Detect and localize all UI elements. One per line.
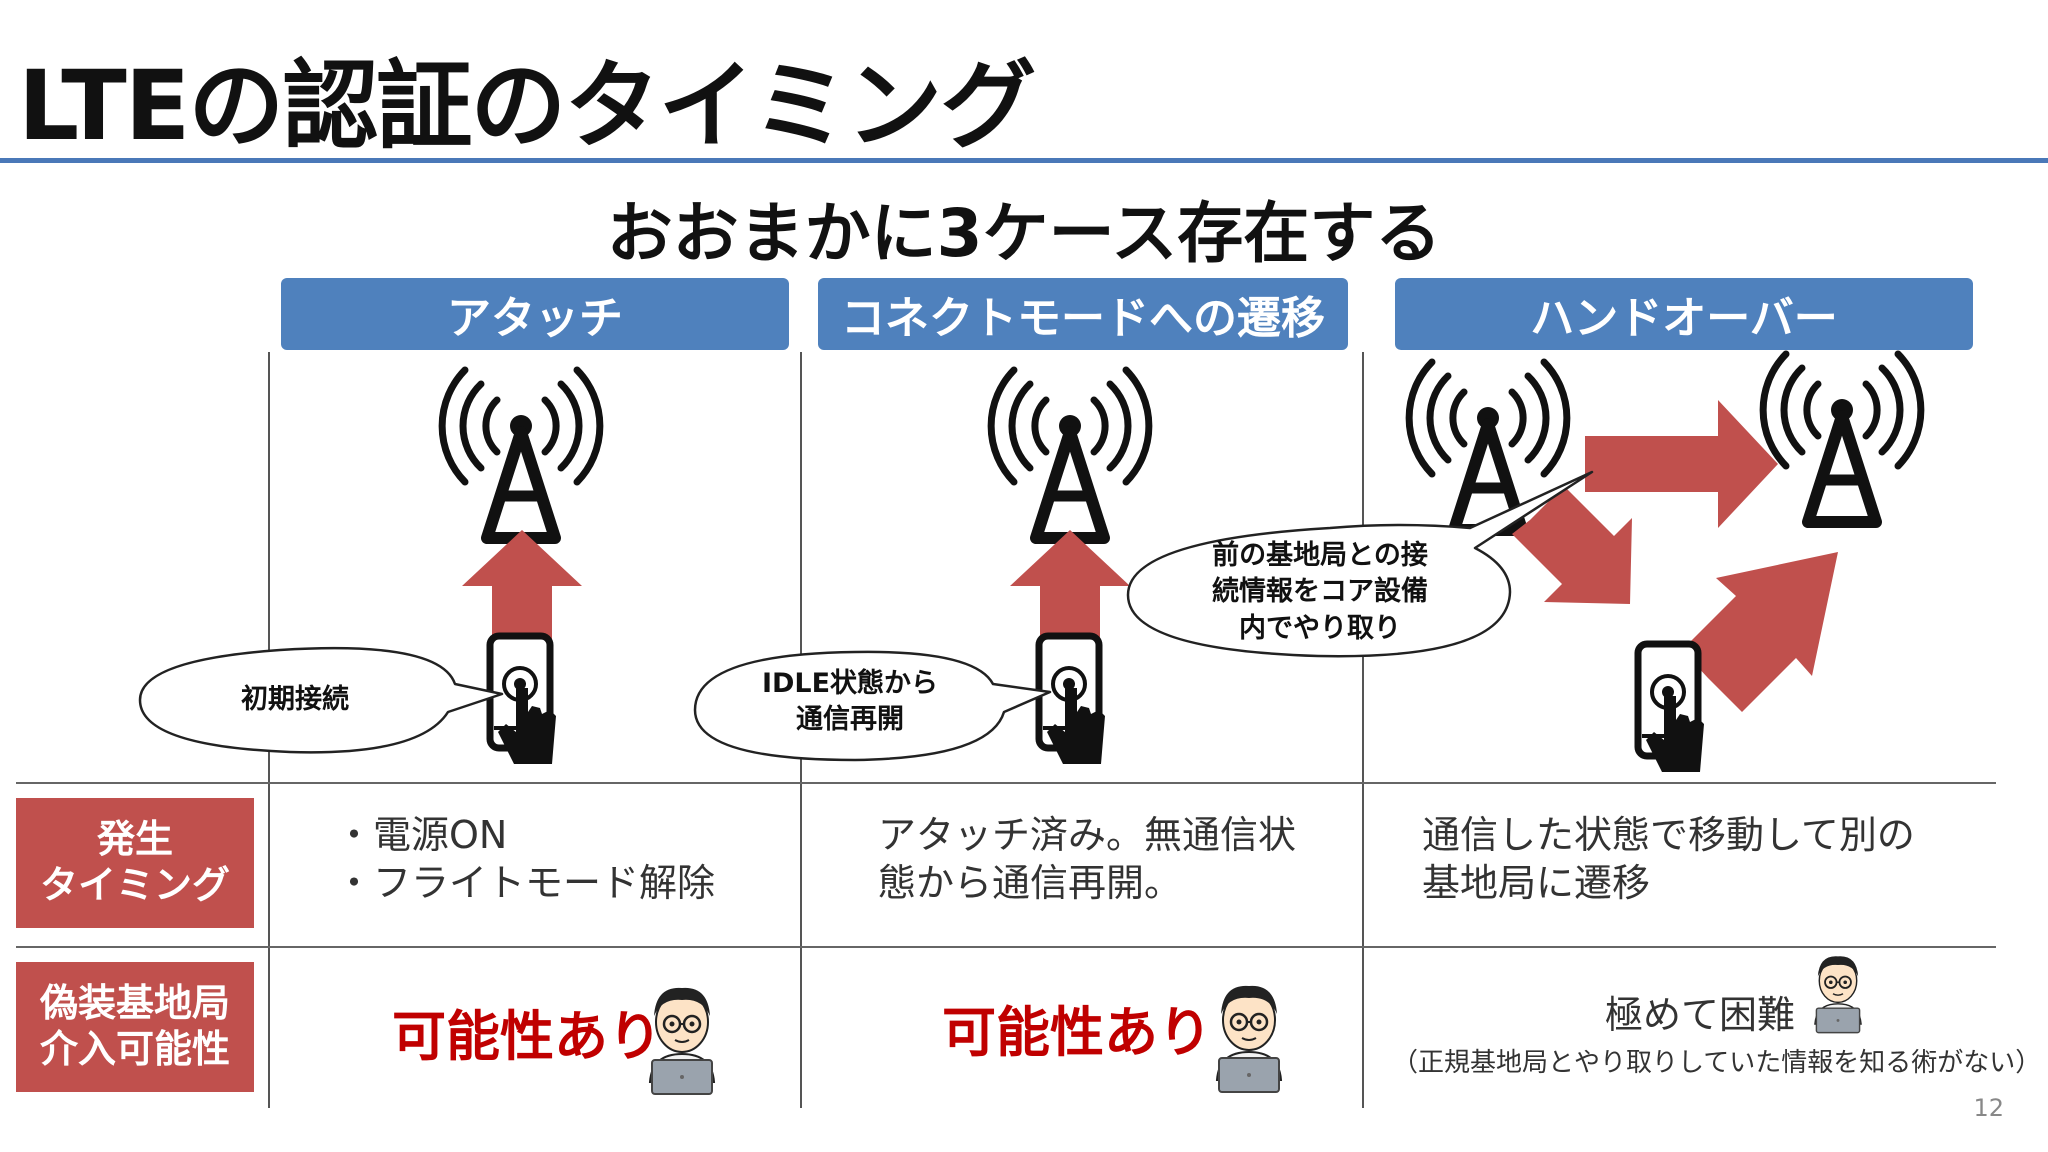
arrow-down-right-icon bbox=[1512, 486, 1632, 604]
cell-line: ・フライトモード解除 bbox=[335, 860, 716, 905]
person-laptop-icon bbox=[1814, 955, 1862, 1034]
callout-initial-label: 初期接続 bbox=[241, 684, 349, 715]
column-header-connect-mode: コネクトモードへの遷移 bbox=[818, 278, 1348, 350]
cell-line: ・電源ON bbox=[335, 813, 508, 857]
antenna-tower-icon bbox=[991, 370, 1149, 538]
fake-bs-attach-verdict: 可能性あり bbox=[392, 1005, 662, 1068]
callout-handover-label: 前の基地局との接 続情報をコア設備 内でやり取り bbox=[1178, 538, 1462, 647]
cell-line: 通信した状態で移動して別の bbox=[1422, 813, 1915, 857]
slide-title: LTEの認証のタイミング bbox=[18, 50, 1036, 162]
callout-initial-connection bbox=[138, 646, 504, 754]
smartphone-tap-icon bbox=[1638, 644, 1704, 772]
antenna-tower-icon bbox=[1763, 354, 1921, 522]
cell-line: アタッチ済み。無通信状 bbox=[878, 813, 1297, 857]
smartphone-tap-icon bbox=[490, 636, 556, 764]
row-divider bbox=[16, 782, 1996, 784]
cell-line: 基地局に遷移 bbox=[1422, 860, 1651, 905]
row-label-line: 発生 bbox=[96, 817, 173, 862]
timing-attach-cell: ・電源ON ・フライトモード解除 bbox=[335, 812, 715, 907]
fake-bs-connect-verdict: 可能性あり bbox=[942, 1001, 1212, 1064]
fake-bs-handover-verdict: 極めて困難 bbox=[1605, 993, 1796, 1037]
page-number: 12 bbox=[1973, 1094, 2004, 1122]
callout-handover-line: 内でやり取り bbox=[1239, 612, 1401, 644]
cell-line: 態から通信再開。 bbox=[878, 860, 1183, 905]
timing-connect-cell: アタッチ済み。無通信状 態から通信再開。 bbox=[878, 812, 1296, 907]
title-divider bbox=[0, 158, 2048, 163]
callout-handover-line: 前の基地局との接 bbox=[1212, 540, 1428, 571]
callout-idle-label: IDLE状態から 通信再開 bbox=[745, 666, 955, 739]
timing-handover-cell: 通信した状態で移動して別の 基地局に遷移 bbox=[1422, 812, 1915, 907]
slide-subtitle: おおまかに3ケース存在する bbox=[606, 195, 1442, 272]
arrow-right-icon bbox=[1585, 400, 1778, 528]
row-label-timing: 発生 タイミング bbox=[16, 798, 254, 928]
antenna-tower-icon bbox=[442, 370, 600, 538]
row-label-line: タイミング bbox=[39, 863, 230, 907]
arrow-up-icon bbox=[462, 530, 582, 642]
callout-handover-line: 続情報をコア設備 bbox=[1212, 576, 1428, 608]
callout-handover-core bbox=[1126, 470, 1594, 658]
smartphone-tap-icon bbox=[1039, 636, 1105, 764]
callout-idle-line: 通信再開 bbox=[796, 704, 904, 736]
person-laptop-icon bbox=[1215, 984, 1283, 1094]
arrow-up-right-icon bbox=[1682, 552, 1838, 712]
row-divider bbox=[16, 946, 1996, 948]
row-label-line: 介入可能性 bbox=[39, 1027, 230, 1071]
row-label-fake-bs: 偽装基地局 介入可能性 bbox=[16, 962, 254, 1092]
callout-idle-resume bbox=[693, 650, 1052, 762]
fake-bs-handover-note: （正規基地局とやり取りしていた情報を知る術がない） bbox=[1392, 1048, 2042, 1078]
row-label-line: 偽装基地局 bbox=[39, 981, 230, 1026]
arrow-up-icon bbox=[1010, 530, 1130, 642]
callout-idle-line: IDLE状態から bbox=[761, 668, 939, 699]
column-divider bbox=[1362, 352, 1364, 1108]
column-header-handover: ハンドオーバー bbox=[1395, 278, 1973, 350]
column-header-attach: アタッチ bbox=[281, 278, 789, 350]
